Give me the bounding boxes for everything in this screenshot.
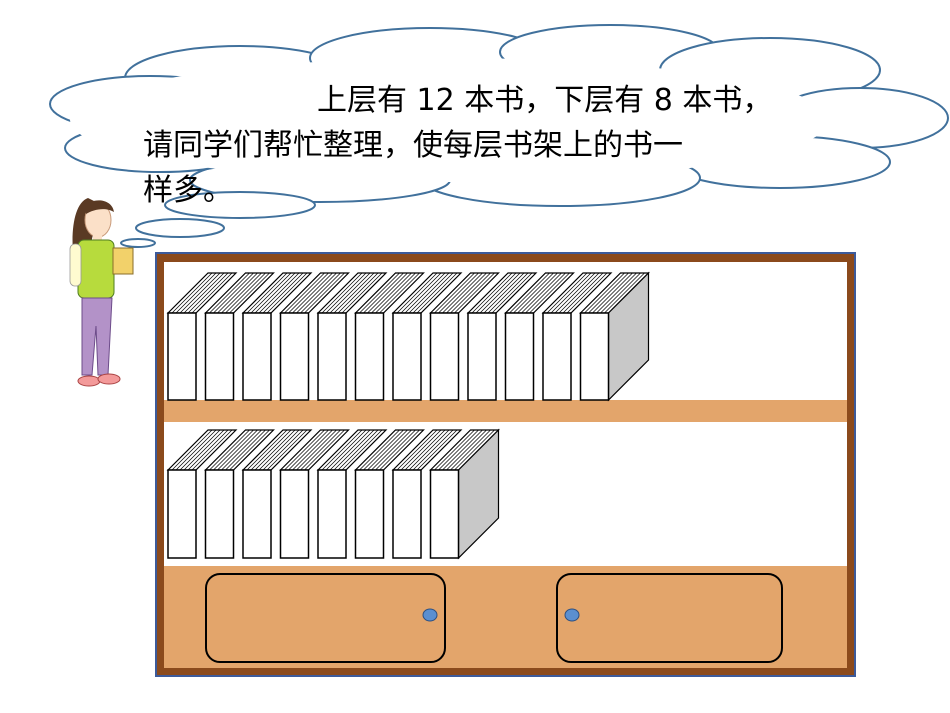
top-shelf-books — [166, 271, 650, 402]
book — [316, 272, 388, 401]
book — [391, 272, 463, 401]
cabinet-door-left[interactable] — [205, 573, 446, 663]
door-knob-icon — [564, 608, 580, 622]
book — [166, 272, 238, 401]
middle-plank — [164, 400, 847, 422]
book — [204, 272, 275, 401]
speech-line-2: 请同学们帮忙整理，使每层书架上的书一 — [143, 128, 683, 163]
girl-figure — [69, 198, 134, 387]
book — [466, 272, 538, 401]
book — [241, 272, 313, 401]
door-knob-icon — [422, 608, 438, 622]
book — [541, 272, 613, 401]
book — [504, 272, 575, 401]
book — [166, 429, 238, 559]
cabinet-door-right[interactable] — [556, 573, 783, 663]
book — [279, 429, 350, 559]
bookshelf — [155, 252, 856, 677]
speech-line-1: 上层有 12 本书，下层有 8 本书， — [317, 83, 773, 118]
book — [241, 429, 313, 559]
book — [579, 271, 650, 402]
book — [391, 429, 463, 559]
book — [316, 429, 388, 559]
thought-cloud — [49, 24, 949, 248]
book — [429, 272, 500, 401]
bottom-shelf-books — [166, 428, 500, 560]
book — [354, 429, 425, 559]
speech-text: 上层有 12 本书，下层有 8 本书， 请同学们帮忙整理，使每层书架上的书一 样… — [143, 78, 863, 213]
book — [354, 272, 425, 401]
speech-line-3: 样多。 — [143, 173, 233, 208]
book — [204, 429, 275, 559]
book — [429, 428, 500, 560]
book — [279, 272, 350, 401]
